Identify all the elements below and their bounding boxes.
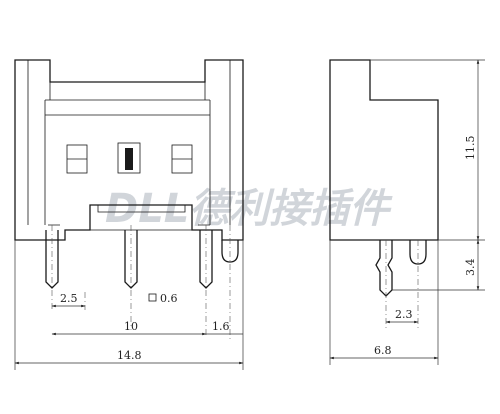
front-pin-1: [45, 230, 59, 289]
side-pin: [375, 240, 393, 297]
square-symbol: [148, 293, 157, 302]
side-dimensions: 11.5 3.4 2.3 6.8: [329, 59, 485, 365]
dim-overall-depth: 6.8: [374, 344, 392, 357]
front-inner-walls: [27, 60, 231, 226]
dim-pin-span: 10: [124, 320, 138, 333]
dim-pin-spacing: 2.3: [395, 308, 413, 321]
front-window-center: [117, 142, 141, 174]
front-view: [14, 59, 244, 340]
front-pin-3: [199, 230, 213, 289]
front-peg: [221, 240, 239, 263]
dim-offset: 1.6: [212, 320, 230, 333]
dim-overall-width: 14.8: [117, 349, 142, 362]
dim-pitch-small: 2.5: [60, 292, 78, 305]
watermark-text: DLL德利接插件: [105, 186, 393, 232]
dim-pin-length: 3.4: [464, 259, 477, 277]
front-housing-outline: [14, 59, 244, 241]
front-pin-2: [124, 230, 138, 289]
side-peg: [409, 240, 427, 265]
dim-body-height: 11.5: [464, 136, 477, 161]
front-dimensions: 2.5 0.6 10 1.6 14.8: [14, 240, 244, 370]
dim-pin-square: 0.6: [160, 292, 178, 305]
